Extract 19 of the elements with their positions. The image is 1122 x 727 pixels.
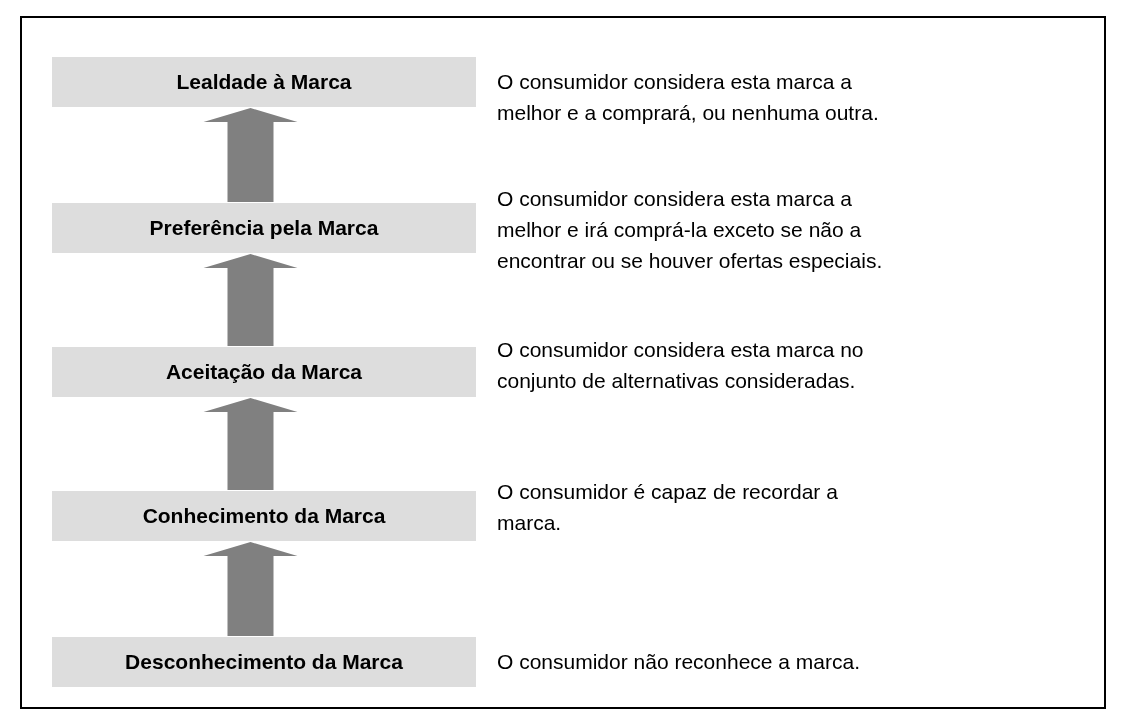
description-text: O consumidor é capaz de recordar a marca. [497, 479, 839, 536]
level-label: Aceitação da Marca [165, 360, 363, 384]
description-text: O consumidor considera esta marca no conjunto de alternativas consideradas. [497, 337, 865, 394]
description-text: O consumidor considera esta marca a melhor e irá comprá-la exceto se não a encontrar ou se houver ofertas especiais. [497, 186, 884, 274]
block-arrow [203, 398, 298, 490]
level-band [52, 637, 476, 687]
description-text: O consumidor não reconhece a marca. [497, 649, 862, 675]
level-band [52, 491, 476, 541]
level-label: Lealdade à Marca [176, 70, 352, 94]
block-arrow [203, 108, 298, 202]
level-band [52, 347, 476, 397]
level-label: Preferência pela Marca [149, 216, 379, 240]
block-arrow [203, 254, 298, 346]
level-label: Desconhecimento da Marca [125, 650, 403, 674]
level-band [52, 203, 476, 253]
block-arrow [203, 542, 298, 636]
level-band [52, 57, 476, 107]
description-text: O consumidor considera esta marca a melhor e a comprará, ou nenhuma outra. [497, 69, 880, 126]
level-label: Conhecimento da Marca [142, 504, 386, 528]
